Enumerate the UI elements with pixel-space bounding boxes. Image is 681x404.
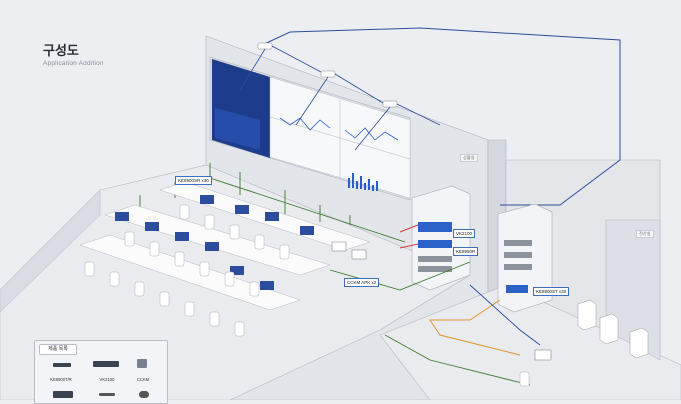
legend-item-1: KE8900T/R [50,377,72,382]
legend-item-3: CCKM [136,377,150,382]
floor-edge [0,189,101,313]
wave-chart-2 [344,127,399,141]
ke8950r-device [418,240,452,248]
ke8900st-device [506,285,528,293]
legend-item-2: VK2100 [99,377,115,382]
cckm-device-icon [137,359,147,368]
tag-machine-room: 전산실 [636,230,654,238]
product-legend: 제품 목록 KE8900T/R VK2100 CCKM [34,340,168,404]
extender-boxes [257,42,398,108]
cable-icon [99,393,115,396]
label-ke8950r: KE8950R [453,247,479,256]
device-icon-4 [53,391,73,398]
ke8900-device-icon [53,363,71,367]
cable-coil-icon [139,391,149,398]
machine-room-floor [379,284,681,400]
label-ke-top: KE8900SR x30 [175,176,212,185]
legend-heading: 제품 목록 [39,344,77,355]
label-cckm: CCKM APK x2 [344,278,380,287]
tag-control-room: 상황실 [460,154,478,162]
video-wall [209,56,411,201]
bar-chart-screen [348,173,378,191]
page-title: 구성도 [43,44,79,59]
tower-servers [577,299,649,359]
blue-cable-lower [469,284,541,346]
blue-trunk-line [259,27,621,206]
vk2100-device [418,222,452,232]
orange-cable-line [429,299,521,356]
server-rack-right [497,203,553,313]
monitors [115,195,552,361]
page-subtitle: Application Addition [43,60,104,67]
chairs [84,204,530,387]
red-cable [399,224,419,233]
vk2100-device-icon [93,361,119,367]
label-ke8900st: KE8900ST x30 [533,287,570,296]
label-vk2100: VK2100 [453,229,476,238]
side-partition [605,219,661,361]
wave-chart [279,117,331,131]
server-rack-center [411,185,471,291]
